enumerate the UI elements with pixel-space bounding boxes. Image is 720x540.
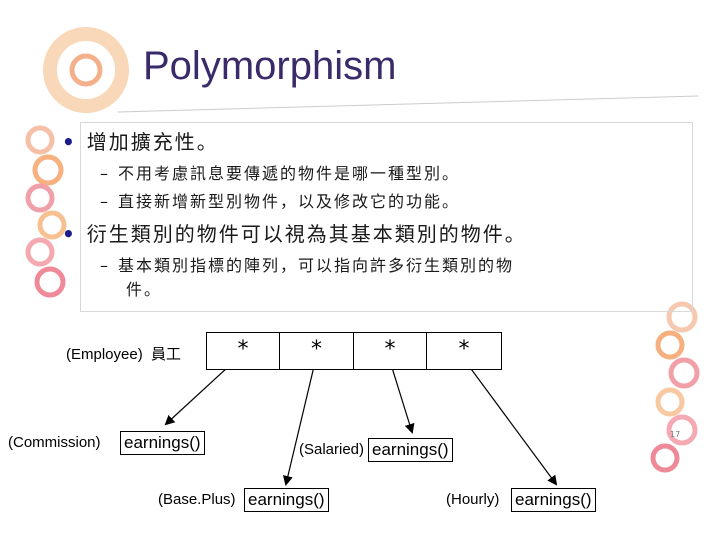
- sub-text: 不用考慮訊息要傳遞的物件是哪一種型別。: [118, 164, 461, 183]
- salaried-label: (Salaried): [299, 441, 365, 458]
- right-ring-3: [668, 357, 700, 389]
- commission-label: (Commission): [8, 434, 101, 451]
- sub-dash: –: [100, 256, 110, 275]
- content-box: [80, 122, 693, 312]
- bullet-text: 增加擴充性。: [86, 130, 219, 154]
- right-ring-5: [666, 414, 698, 446]
- title-underline: [117, 95, 699, 113]
- sub-bullet-1-2: –直接新增新型別物件，以及修改它的功能。: [100, 188, 460, 212]
- hourly-earnings-box: earnings(): [511, 488, 596, 512]
- sub-text: 直接新增新型別物件，以及修改它的功能。: [118, 192, 461, 211]
- right-ring-6: [650, 443, 680, 473]
- pointer-cell-3: *: [353, 332, 427, 370]
- left-ring-2: [32, 154, 64, 186]
- sub-text: 基本類別指標的陣列，可以指向許多衍生類別的物: [118, 256, 515, 275]
- baseplus-earnings-box: earnings(): [244, 488, 329, 512]
- employee-label: (Employee) 員工: [66, 343, 181, 364]
- employee-cn-label: 員工: [151, 346, 182, 363]
- salaried-earnings-box: earnings(): [368, 438, 453, 462]
- left-ring-5: [25, 237, 55, 267]
- sub-dash: –: [100, 192, 110, 211]
- bullet-dot: •: [62, 130, 77, 154]
- arrow-to-baseplus: [282, 357, 317, 486]
- baseplus-label: (Base.Plus): [158, 491, 236, 508]
- bullet-dot: •: [62, 222, 77, 246]
- left-ring-4: [37, 210, 67, 240]
- sub-bullet-1-1: –不用考慮訊息要傳遞的物件是哪一種型別。: [100, 160, 460, 184]
- left-ring-3: [25, 183, 55, 213]
- arrow-to-hourly: [462, 357, 558, 486]
- left-ring-6: [34, 266, 66, 298]
- sub-dash: –: [100, 164, 110, 183]
- pointer-cell-2: *: [279, 332, 354, 370]
- bullet-1: • 增加擴充性。: [62, 126, 219, 155]
- bullet-2: • 衍生類別的物件可以視為其基本類別的物件。: [62, 218, 527, 247]
- right-ring-4: [655, 387, 685, 417]
- title-ring-outer: [43, 27, 129, 113]
- title-ring-inner: [69, 53, 103, 87]
- employee-class-name: (Employee): [66, 346, 143, 363]
- right-ring-2: [655, 330, 685, 360]
- right-ring-1: [666, 301, 698, 333]
- sub-bullet-2-1: –基本類別指標的陣列，可以指向許多衍生類別的物: [100, 252, 514, 276]
- pointer-cell-4: *: [426, 332, 502, 370]
- arrow-to-salaried: [388, 357, 415, 434]
- sub-bullet-2-1-cont: 件。: [126, 280, 163, 299]
- page-number: 17: [670, 430, 681, 439]
- left-ring-1: [25, 125, 55, 155]
- pointer-cell-1: *: [206, 332, 280, 370]
- slide-title: Polymorphism: [143, 44, 397, 88]
- bullet-text: 衍生類別的物件可以視為其基本類別的物件。: [86, 222, 527, 246]
- hourly-label: (Hourly): [446, 491, 500, 508]
- commission-earnings-box: earnings(): [120, 431, 205, 455]
